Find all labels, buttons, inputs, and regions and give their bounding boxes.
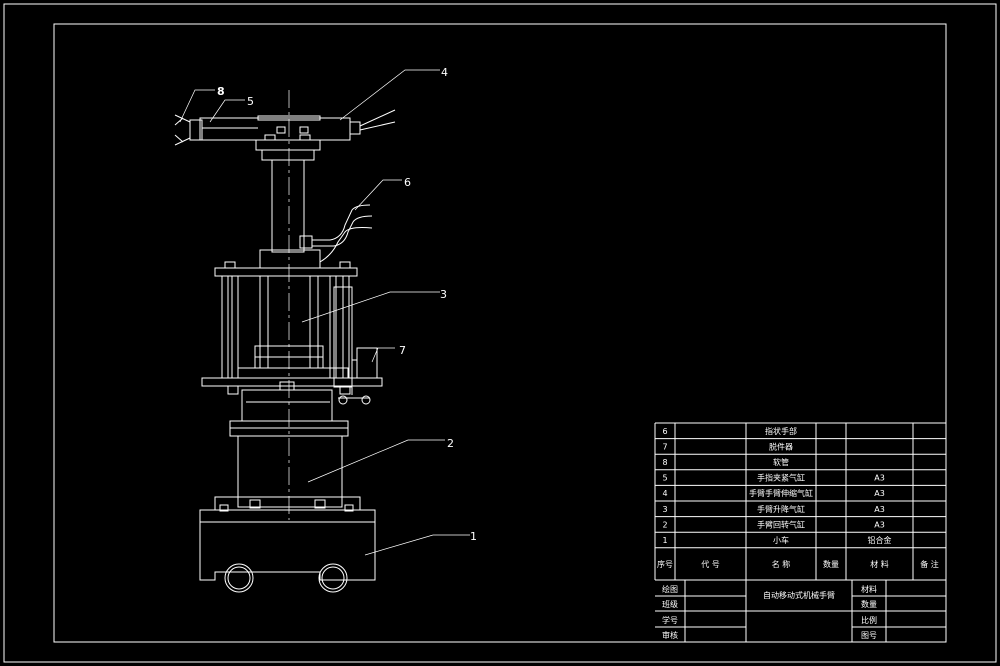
bom-cell-material: A3 — [874, 489, 885, 498]
bom-cell-name: 小车 — [773, 535, 789, 545]
callout-4: 4 — [441, 66, 448, 79]
tb-label-review: 审核 — [662, 630, 678, 640]
inner-frame — [53, 23, 947, 643]
bom-header-material: 材 料 — [870, 559, 889, 569]
callout-8: 8 — [217, 85, 225, 98]
arm-extension-cylinder — [199, 109, 396, 141]
tb-label-student: 学号 — [662, 615, 678, 625]
bom-header-name: 名 称 — [772, 559, 791, 569]
outer-border — [3, 3, 997, 663]
tb-label-class: 班级 — [662, 599, 678, 609]
callout-5: 5 — [247, 95, 254, 108]
title-block: 绘图 班级 学号 审核 自动移动式机械手臂 材料 数量 比例 图号 — [655, 579, 946, 642]
bom-cell-name: 脱件器 — [769, 441, 793, 451]
callout-1: 1 — [470, 530, 477, 543]
bom-cell-no: 2 — [662, 520, 667, 529]
bom-cell-name: 指状手部 — [765, 426, 797, 436]
bill-of-materials: 6 指状手部 7 脱件器 8 软管 5 手指夹紧气缸 A3 4 手臂手臂伸缩气缸 A3 3 手臂升降气缸 A… — [654, 422, 947, 580]
tb-label-material: 材料 — [861, 584, 877, 594]
bom-header-code: 代 号 — [701, 559, 720, 569]
bom-header-qty: 数量 — [823, 559, 839, 569]
bom-cell-name: 软管 — [773, 457, 789, 467]
bom-cell-no: 5 — [662, 474, 667, 483]
callout-2: 2 — [447, 437, 454, 450]
bom-cell-no: 7 — [662, 442, 667, 451]
bom-cell-name: 手臂手臂伸缩气缸 — [749, 488, 813, 498]
leader-lines — [179, 69, 470, 556]
callout-6: 6 — [404, 176, 411, 189]
bom-cell-no: 8 — [662, 458, 667, 467]
bom-cell-no: 3 — [662, 505, 667, 514]
bom-cell-no: 1 — [662, 536, 667, 545]
bom-cell-material: A3 — [874, 505, 885, 514]
callout-labels: 1 2 3 4 5 6 7 8 — [217, 66, 477, 543]
tb-label-scale: 比例 — [861, 615, 877, 625]
callout-7: 7 — [399, 344, 406, 357]
machine-drawing: 1 2 3 4 5 6 7 8 — [174, 66, 477, 593]
bom-cell-no: 4 — [662, 489, 667, 498]
tb-label-drawing-no: 图号 — [861, 631, 877, 640]
bom-header-no: 序号 — [657, 559, 673, 569]
bom-cell-name: 手指夹紧气缸 — [757, 473, 805, 483]
bom-cell-name: 手臂升降气缸 — [757, 504, 805, 514]
bom-cell-material: A3 — [874, 474, 885, 483]
tb-label-draw: 绘图 — [662, 584, 678, 594]
drawing-title: 自动移动式机械手臂 — [763, 590, 835, 600]
bom-cell-material: 铝合金 — [868, 535, 892, 545]
callout-3: 3 — [440, 288, 447, 301]
tb-label-quantity: 数量 — [861, 599, 877, 609]
lifting-cylinder — [201, 249, 383, 395]
bom-header-note: 备 注 — [920, 559, 939, 569]
bom-cell-material: A3 — [874, 520, 885, 529]
bom-cell-name: 手臂回转气缸 — [757, 519, 805, 529]
cart-body — [199, 496, 376, 593]
stripper-device — [333, 286, 378, 405]
bom-cell-no: 6 — [662, 427, 667, 436]
air-hoses — [299, 204, 373, 263]
